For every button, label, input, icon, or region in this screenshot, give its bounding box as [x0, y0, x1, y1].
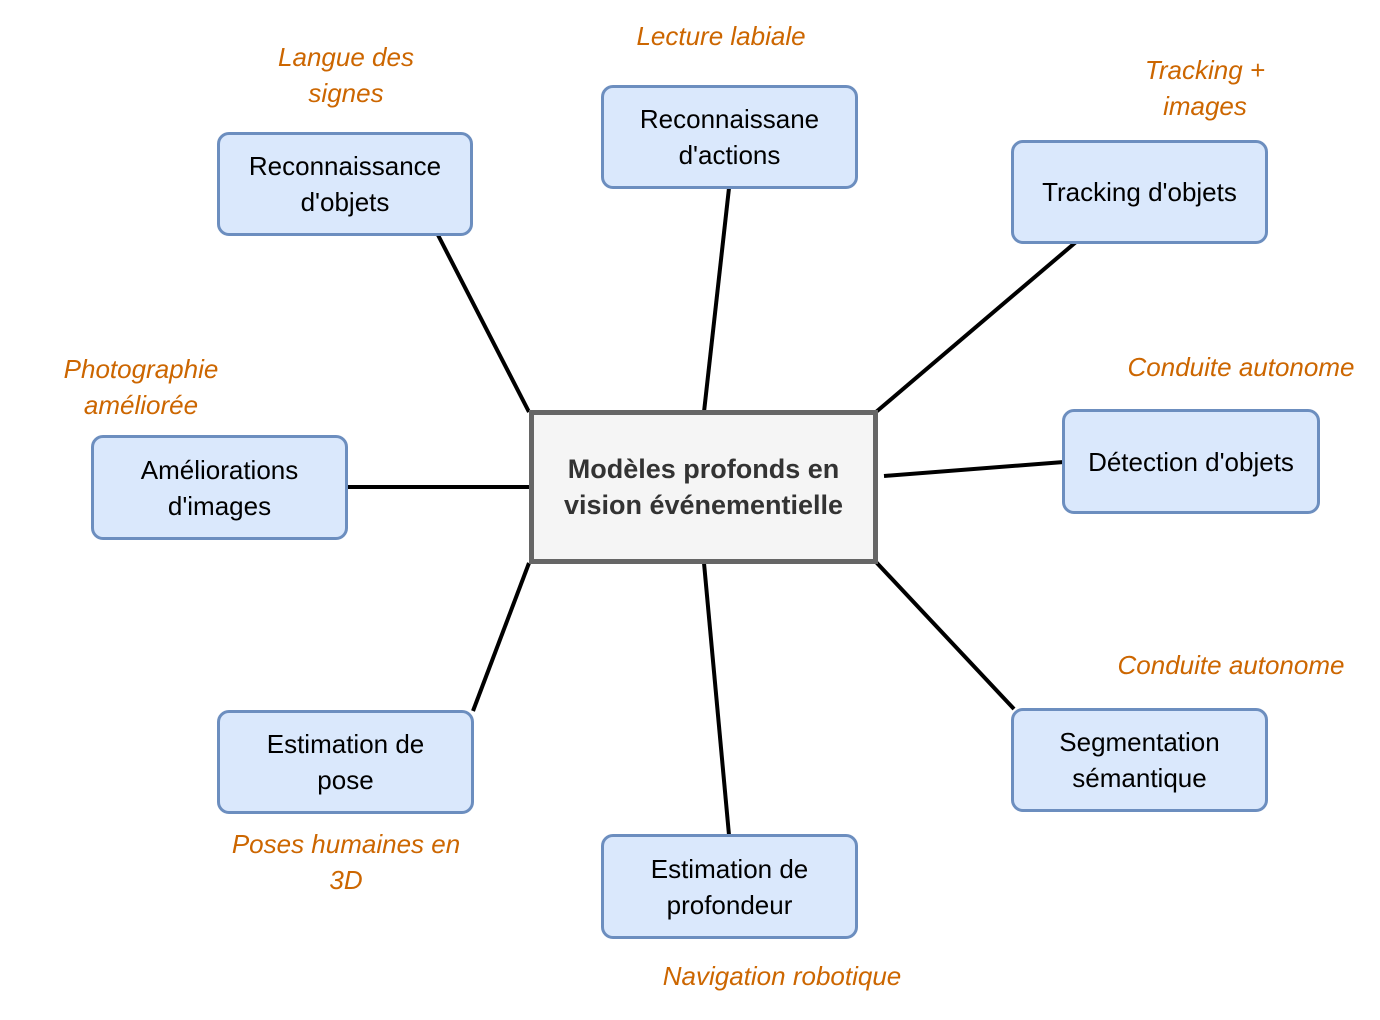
connector-reconnaissance-objets	[436, 234, 531, 413]
connector-estimation-profondeur	[702, 562, 731, 836]
node-label: Estimation de profondeur	[650, 853, 809, 920]
node-label: Estimation de pose	[266, 729, 425, 795]
node-ameliorations-images[interactable]: Améliorations d'images	[91, 435, 348, 540]
connector-tracking-objets	[874, 240, 1078, 414]
node-reconnaissance-actions[interactable]: Reconnaissane d'actions	[601, 85, 858, 189]
node-label: Reconnaissane d'actions	[639, 104, 820, 170]
node-label: Segmentation sémantique	[1059, 727, 1220, 793]
annotation-navigation-robotique: Navigation robotique	[662, 961, 902, 991]
central-topic-label: Modèles profonds en vision événementiell…	[563, 454, 844, 520]
annotation-conduite-autonome-detection: Conduite autonome	[1127, 352, 1355, 382]
annotation-tracking-images: Tracking + images	[1144, 55, 1266, 121]
node-reconnaissance-objets[interactable]: Reconnaissance d'objets	[217, 132, 473, 236]
node-label: Détection d'objets	[1088, 446, 1294, 477]
node-estimation-pose[interactable]: Estimation de pose	[217, 710, 474, 814]
node-estimation-profondeur[interactable]: Estimation de profondeur	[601, 834, 858, 939]
connector-detection-objets	[883, 460, 1065, 478]
annotation-photographie-amelioree: Photographie améliorée	[63, 354, 219, 420]
node-label: Reconnaissance d'objets	[248, 151, 442, 217]
annotation-poses-humaines-3d: Poses humaines en 3D	[231, 829, 461, 895]
annotation-lecture-labiale: Lecture labiale	[636, 21, 806, 51]
annotation-conduite-autonome-segmentation: Conduite autonome	[1117, 650, 1345, 680]
connector-segmentation-semantique	[874, 560, 1016, 711]
central-topic-node[interactable]: Modèles profonds en vision événementiell…	[529, 410, 878, 564]
connector-estimation-pose	[471, 562, 531, 712]
node-label: Améliorations d'images	[140, 454, 299, 521]
annotation-langue-des-signes: Langue des signes	[278, 42, 414, 108]
connector-reconnaissance-actions	[702, 187, 731, 413]
node-tracking-objets[interactable]: Tracking d'objets	[1011, 140, 1268, 244]
node-label: Tracking d'objets	[1042, 177, 1237, 207]
node-segmentation-semantique[interactable]: Segmentation sémantique	[1011, 708, 1268, 812]
node-detection-objets[interactable]: Détection d'objets	[1062, 409, 1320, 514]
